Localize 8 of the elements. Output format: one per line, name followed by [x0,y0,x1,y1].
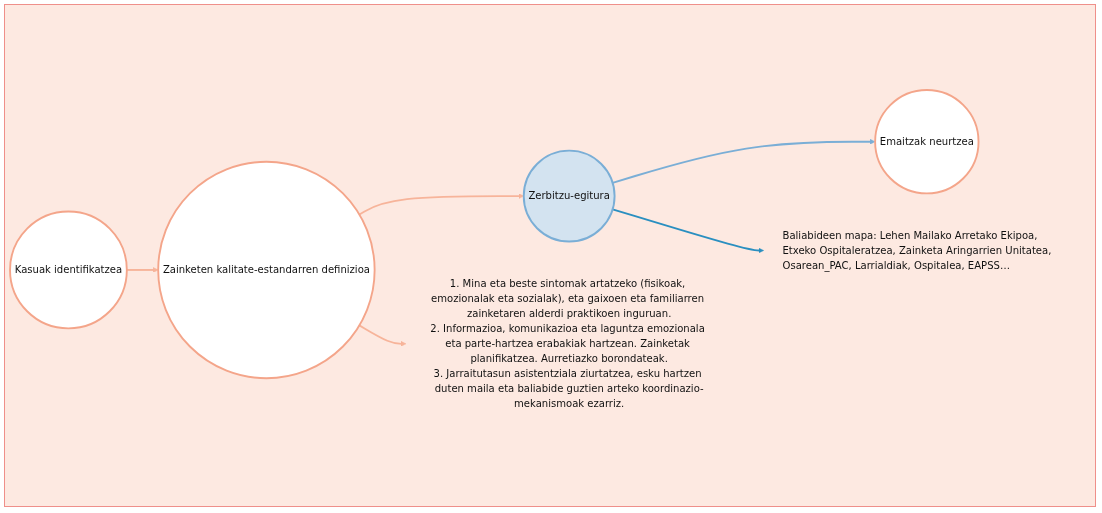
node-circle: Emaitzak neurtzea [874,89,980,195]
node-circle: Zerbitzu-egitura [522,149,616,243]
arrow [358,193,524,216]
node-circle: Zainketen kalitate-estandarren definizioa [157,160,376,380]
node-text: Baliabideen mapa: Lehen Mailako Arretako Ekipoa, Etxeko Ospitaleratzea, Zainketa Aringarrien Unitatea, Osarean_PAC, Larrialdiak, Ospitalea, EAPSS… [782,229,1052,272]
arrow [358,324,407,347]
node-circle: Kasuak identifikatzea [9,210,128,330]
node-text: 1. Mina eta beste sintomak artatzeko (fisikoak, emozionalak eta sozialak), eta gaixoen eta familiarren zainketaren alderdi praktikoen inguruan. 2. Informazioa, komunikazioa eta laguntza emozionala eta parte-hartzea erabakiak hartzean. Zainketak planifikatzea. Aurretiazko borondateak. 3. Jarraitutasun asistentziala ziurtatzea, esku hartzen duten maila eta baliabide guztien arteko koordinazio-mekanismoak ezarriz. [430,277,705,410]
